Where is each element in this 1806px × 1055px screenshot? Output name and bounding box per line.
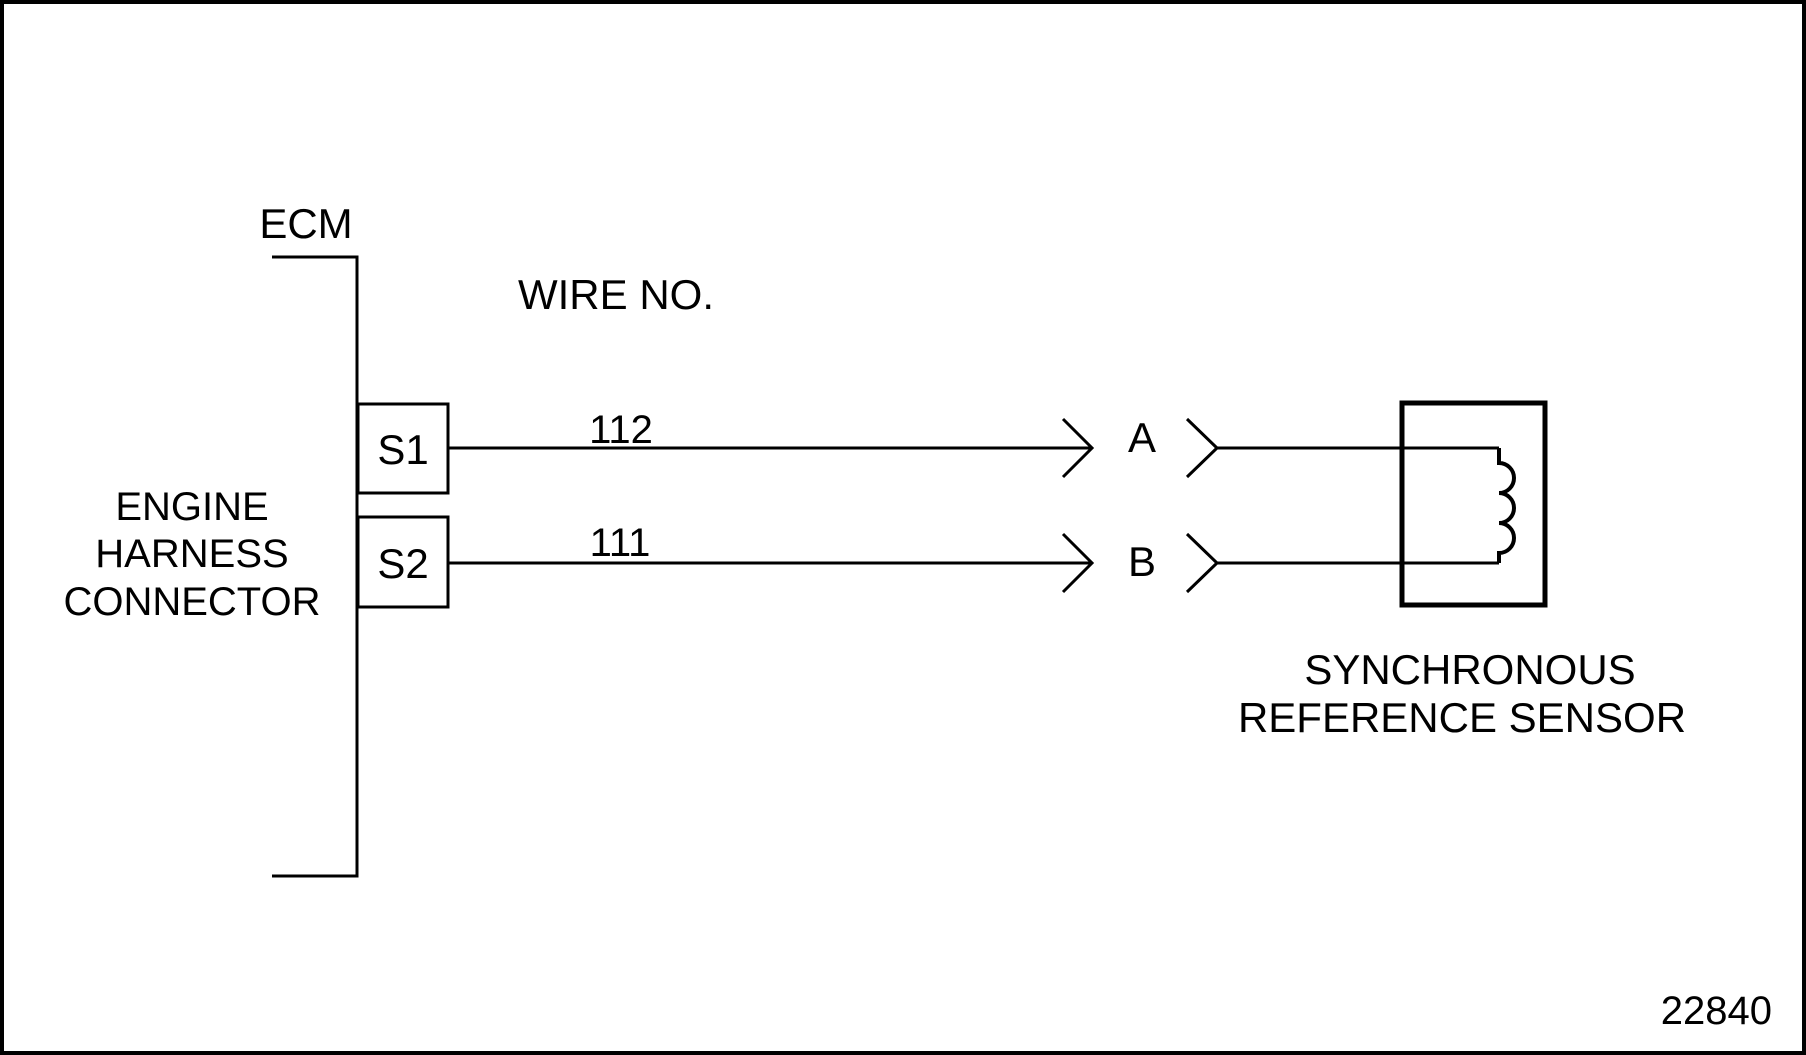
pin-label-s1: S1	[377, 426, 428, 473]
figure-number: 22840	[1661, 989, 1772, 1033]
harness-label-line-3: CONNECTOR	[63, 580, 320, 624]
sensor-caption: SYNCHRONOUS REFERENCE SENSOR	[1238, 646, 1686, 741]
wire-111-number: 111	[590, 521, 651, 565]
sensor-caption-line-1: SYNCHRONOUS	[1304, 646, 1635, 693]
sensor-coil-icon	[1497, 448, 1516, 563]
circuit-row-s2: S2 111 B	[356, 515, 1499, 609]
terminal-label-a: A	[1128, 414, 1156, 461]
sensor-caption-line-2: REFERENCE SENSOR	[1238, 694, 1686, 741]
terminal-label-b: B	[1128, 538, 1156, 585]
connector-chevron-a-left	[1061, 417, 1095, 479]
ecm-label: ECM	[259, 200, 352, 247]
connector-chevron-b-left	[1061, 532, 1095, 594]
connector-chevron-b-right	[1185, 532, 1220, 594]
harness-label-line-1: ENGINE	[115, 485, 268, 529]
wire-112-number: 112	[589, 408, 653, 452]
connector-chevron-a-right	[1185, 417, 1220, 479]
pin-box-s1	[356, 402, 450, 495]
engine-harness-connector-label: ENGINE HARNESS CONNECTOR	[63, 485, 320, 624]
pin-box-s2	[356, 515, 450, 609]
wire-no-header: WIRE NO.	[518, 271, 714, 318]
circuit-row-s1: S1 112 A	[356, 402, 1499, 495]
harness-label-line-2: HARNESS	[95, 532, 288, 576]
sensor-box	[1399, 400, 1548, 608]
pin-label-s2: S2	[377, 540, 428, 587]
